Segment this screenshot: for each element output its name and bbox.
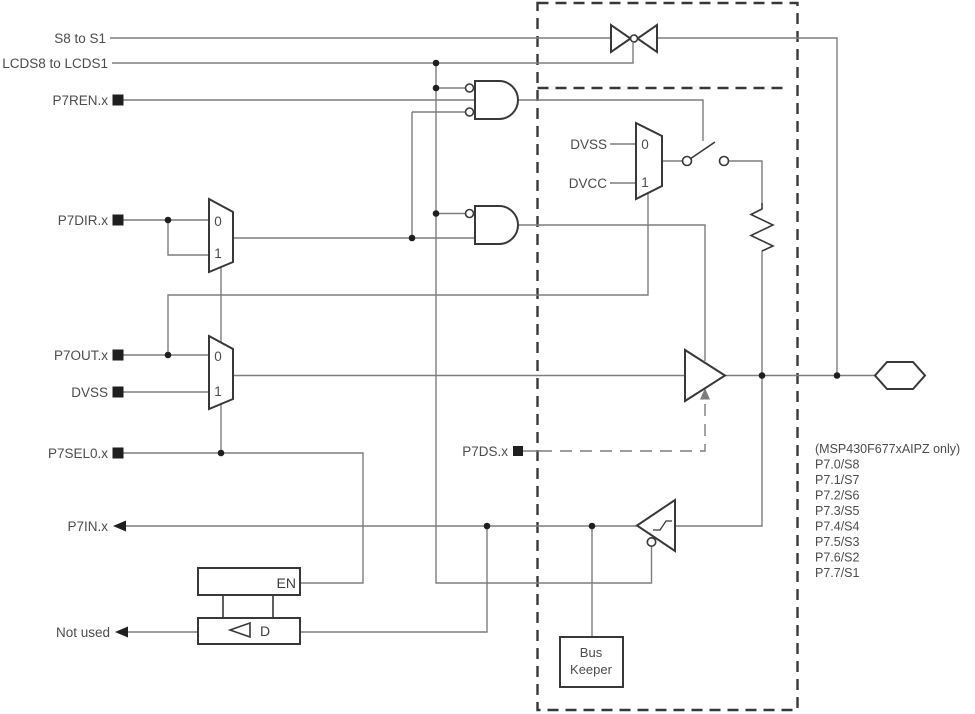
latch-pedestal <box>222 595 274 618</box>
wire-lcds-control <box>112 43 634 64</box>
pad-pin-label: P7.0/S8 <box>815 458 860 472</box>
wire-switch-to-resistor <box>662 160 763 203</box>
label-p7dir: P7DIR.x <box>58 213 109 228</box>
junction-dot <box>164 216 172 224</box>
p7sel0-register-square <box>112 447 124 459</box>
wire-p7ds-dashed <box>540 399 706 452</box>
dvss-square <box>112 386 124 398</box>
analog-switch-left-triangle <box>610 23 633 54</box>
pad-pin-label: P7.5/S3 <box>815 535 860 549</box>
input-schmitt-trigger <box>635 498 676 553</box>
pull-direction-mux <box>635 121 663 201</box>
pad-pin-label: P7.2/S6 <box>815 489 860 503</box>
pad-pin-label: P7.6/S2 <box>815 551 860 565</box>
label-pullmux-dvss: DVSS <box>570 137 607 152</box>
pad-pin-label: P7.3/S5 <box>815 504 860 518</box>
junction-dot <box>483 522 491 530</box>
dirmux-input0-label: 0 <box>214 214 222 229</box>
p7ds-register-square <box>513 446 523 456</box>
ren-gate-invert-bubble-top <box>464 83 475 93</box>
pad-logic-dashed-box <box>536 1 799 712</box>
pad-note-title: (MSP430F677xAIPZ only) <box>815 442 960 456</box>
pad-hexagon <box>873 361 927 390</box>
p7ren-register-square <box>112 94 124 106</box>
hysteresis-icon <box>653 520 672 531</box>
pullmux-input0-label: 0 <box>641 137 649 152</box>
p7ds-up-arrow <box>700 388 710 400</box>
wire-gate2-out-driver-enable <box>518 224 706 361</box>
wire-lcds-feed <box>435 63 653 584</box>
junction-dot <box>408 234 416 242</box>
wire-s8-to-pad <box>657 37 838 376</box>
label-p7ren: P7REN.x <box>52 93 108 108</box>
en-latch-box <box>197 567 301 596</box>
junction-dot <box>432 84 440 92</box>
output-driver-buffer <box>684 348 727 403</box>
analog-switch-control-bubble <box>629 34 639 43</box>
junction-dot <box>432 210 440 217</box>
junction-dot <box>432 59 440 67</box>
not-used-arrowhead <box>115 626 128 638</box>
label-pullmux-dvcc: DVCC <box>569 176 608 191</box>
dir-gate-invert-bubble <box>464 208 475 219</box>
label-p7sel0: P7SEL0.x <box>48 446 108 461</box>
junction-dot <box>833 372 841 379</box>
wire-resistor-to-schmitt <box>675 251 763 527</box>
analog-switch-right-triangle <box>635 23 658 54</box>
bus-keeper-label-line2: Keeper <box>570 662 613 677</box>
switch-contact-right <box>718 155 730 167</box>
junction-dot <box>164 351 172 359</box>
wire-p7sel0-to-en <box>123 452 364 584</box>
p7in-arrowhead <box>113 520 126 532</box>
d-latch-box <box>197 617 301 645</box>
pull-resistor <box>749 203 775 252</box>
outmux-input0-label: 0 <box>214 349 222 364</box>
wire-pullmux-inputs <box>610 143 636 184</box>
pad-pin-label: P7.1/S7 <box>815 473 860 487</box>
label-p7out: P7OUT.x <box>54 348 108 363</box>
p7out-register-square <box>112 349 124 361</box>
wire-gate1-out-switch-ctrl <box>518 99 704 141</box>
switch-lever <box>689 141 716 160</box>
dir-and-gate <box>474 205 519 245</box>
label-not-used: Not used <box>56 625 110 640</box>
p7out-mux <box>208 334 234 411</box>
ren-and-gate <box>474 80 519 120</box>
wire-p7out-to-pullmux-select <box>167 193 649 355</box>
p7dir-register-square <box>112 214 124 226</box>
bus-keeper-box <box>559 636 624 688</box>
junction-dot <box>217 449 225 457</box>
pullmux-input1-label: 1 <box>641 175 649 190</box>
p7dir-mux <box>208 197 234 274</box>
bus-keeper-label-line1: Bus <box>580 645 603 660</box>
label-p7ds: P7DS.x <box>462 444 508 459</box>
wire-d-input <box>300 526 488 633</box>
junction-dot <box>588 522 596 530</box>
pad-pin-label: P7.4/S4 <box>815 520 860 534</box>
label-s8: S8 to S1 <box>54 31 106 46</box>
label-lcds: LCDS8 to LCDS1 <box>2 56 108 71</box>
schmitt-disable-bubble <box>646 536 657 547</box>
dirmux-input1-label: 1 <box>214 246 222 261</box>
en-latch-label: EN <box>277 575 296 591</box>
label-dvss-in: DVSS <box>71 385 108 400</box>
d-latch-clock-triangle <box>227 621 251 639</box>
ren-gate-invert-bubble-bottom <box>464 107 475 117</box>
switch-contact-left <box>681 155 693 167</box>
pad-pin-label: P7.7/S1 <box>815 566 860 580</box>
label-p7in: P7IN.x <box>67 519 108 534</box>
junction-dot <box>758 372 766 379</box>
outmux-input1-label: 1 <box>214 384 222 399</box>
wire-p7dir-in1 <box>167 220 209 256</box>
d-latch-label: D <box>260 623 270 639</box>
